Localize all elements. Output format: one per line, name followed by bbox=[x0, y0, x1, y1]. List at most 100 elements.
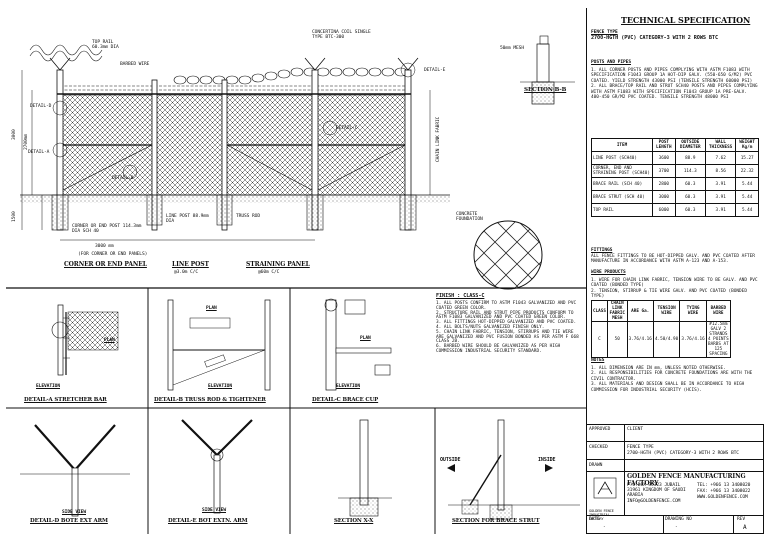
drawing-no-label: DRAWING NO bbox=[665, 517, 692, 522]
straining-spacing: @60m C/C bbox=[258, 270, 280, 275]
height-3000-label: 3000 bbox=[12, 129, 17, 140]
date-label: DATE bbox=[589, 517, 600, 522]
detail-e-side-view: SIDE VIEW bbox=[202, 508, 226, 513]
brace-strut-title: SECTION FOR BRACE STRUT bbox=[452, 518, 540, 524]
wire-notes: 1. WIRE FOR CHAIN LINK FABRIC, TENSION W… bbox=[591, 278, 759, 300]
wire-table-header: ARE Ga. bbox=[626, 300, 654, 322]
posts-note-1: 1. ALL CORNER POSTS AND PIPES COMPLYING … bbox=[591, 68, 753, 84]
detail-a-title: DETAIL-A STRETCHER BAR bbox=[24, 397, 107, 403]
finish-note-3: 3. ALL FITTINGS HOT-DIPPED GALVANIZED AN… bbox=[436, 320, 577, 326]
posts-note-2: 2. ALL BRACE/TOP RAIL AND STRUT SCH40 PO… bbox=[591, 84, 758, 101]
detail-c-plan: PLAN bbox=[360, 336, 371, 341]
finish-note-4: 4. ALL BOLTS/NUTS GALVANIZED FINISH ONLY… bbox=[436, 324, 545, 330]
fence-type-label: FENCE TYPE bbox=[591, 30, 618, 35]
finish-note-6: 6. BARBED WIRE SHOULD BE GALVANIZED AS P… bbox=[436, 344, 561, 354]
spec-table-cell: TOP RAIL bbox=[591, 203, 653, 217]
wire-note-1: 1. WIRE FOR CHAIN LINK FABRIC, TENSION W… bbox=[591, 278, 758, 289]
detail-c-elevation: ELEVATION bbox=[336, 384, 360, 389]
wire-table-header: CHAIN LINK FABRIC MESH bbox=[606, 300, 628, 322]
detail-e-drawing bbox=[181, 419, 253, 514]
spec-table-header: POST LENGTH bbox=[652, 138, 676, 152]
posts-notes: 1. ALL CORNER POSTS AND PIPES COMPLYING … bbox=[591, 68, 759, 100]
line-post-label: LINE POST 88.9mm DIA bbox=[166, 214, 209, 225]
company-address: P.O.BOX 35323 JUBAIL 31961 KINGDOM OF SA… bbox=[627, 483, 686, 504]
detail-d-title: DETAIL-D BOTE EXT ARM bbox=[30, 518, 108, 524]
spec-table-cell: 60.3 bbox=[674, 190, 706, 204]
finish-note-5: 5. CHAIN LINK FABRIC, TENSION, STIRRUPS … bbox=[436, 329, 579, 345]
detail-a-drawing bbox=[51, 304, 119, 376]
drawing-no-value: - bbox=[675, 525, 678, 530]
section-b-b-drawing bbox=[520, 35, 575, 105]
wire-table-cell: #12.5mm GALV 2 STRANDS 4 POINTS BARBS AT… bbox=[705, 321, 732, 358]
spec-table-cell: BRACE STRUT (SCH 40) bbox=[591, 190, 653, 204]
detail-b-title: DETAIL-B TRUSS ROD & TIGHTENER bbox=[154, 397, 266, 403]
detail-d-callout: DETAIL-D bbox=[30, 104, 52, 109]
spec-table-cell: BRACE RAIL (SCH 40) bbox=[591, 177, 653, 191]
section-b-b-title: SECTION B-B bbox=[524, 87, 567, 93]
wire-table-header: TENSION WIRE bbox=[652, 300, 681, 322]
detail-e-title: DETAIL-E BOT EXTN. ARM bbox=[168, 518, 248, 524]
top-rail-label: TOP RAIL 60.3mm DIA bbox=[92, 40, 119, 51]
general-notes: 1. ALL DIMENSION ARE IN mm, UNLESS NOTED… bbox=[591, 366, 759, 393]
spec-table-cell: 60.3 bbox=[674, 177, 706, 191]
spec-table-cell: 5.44 bbox=[735, 190, 759, 204]
spec-table-cell: 60.3 bbox=[674, 203, 706, 217]
spec-table-cell: LINE POST (SCH40) bbox=[591, 151, 653, 165]
fence-elevation bbox=[20, 44, 450, 241]
wire-heading: WIRE PRODUCTS bbox=[591, 270, 626, 275]
spec-table-cell: CORNER, END AND STRAINING POST (SCH40) bbox=[591, 164, 653, 178]
detail-d-side-view: SIDE VIEW bbox=[62, 510, 86, 515]
detail-b-plan: PLAN bbox=[206, 306, 217, 311]
wire-table-header: TYING WIRE bbox=[679, 300, 707, 322]
detail-e-callout: DETAIL-E bbox=[424, 68, 446, 73]
title-fence-type: 2700-HGTH (PVC) CATEGORY-3 WITH 2 ROWS B… bbox=[627, 451, 739, 456]
detail-d-drawing bbox=[20, 424, 130, 517]
height-1500-label: 1500 bbox=[12, 211, 17, 222]
line-post-spacing: @3.0m C/C bbox=[174, 270, 198, 275]
spec-table-cell: 7.62 bbox=[704, 151, 737, 165]
spec-table-cell: 5.44 bbox=[735, 203, 759, 217]
corner-post-label: CORNER OR END POST 114.3mm DIA SCH 40 bbox=[72, 224, 142, 235]
finish-note-1: 1. ALL POSTS CONFIRM TO ASTM F1043 GALVA… bbox=[436, 301, 577, 311]
outside-label: OUTSIDE bbox=[440, 457, 461, 463]
finish-notes: 1. ALL POSTS CONFIRM TO ASTM F1043 GALVA… bbox=[436, 301, 582, 355]
notes-heading: NOTES bbox=[591, 358, 605, 363]
detail-c-title: DETAIL-C BRACE CUP bbox=[312, 397, 379, 403]
spec-table-cell: 22.32 bbox=[735, 164, 759, 178]
wire-table-header: BARBED WIRE bbox=[705, 300, 732, 322]
brace-strut-drawing bbox=[447, 419, 580, 520]
corner-panel-dim: 3000 mm bbox=[95, 244, 114, 249]
spec-table-header: OUTSIDE DIAMETER bbox=[674, 138, 706, 152]
company-fax: FAX: +966 13 3408022 bbox=[697, 489, 751, 494]
detail-a-plan: PLAN bbox=[104, 338, 115, 343]
company-logo bbox=[593, 477, 617, 499]
wire-note-2: 2. TENSION, STIRRUP & TIE WIRE GALV. AND… bbox=[591, 288, 747, 300]
rev-label: REV bbox=[737, 517, 745, 522]
corner-panel-title: CORNER OR END PANEL bbox=[64, 261, 147, 268]
wire-table-cell: C bbox=[591, 321, 608, 358]
inside-label: INSIDE bbox=[538, 457, 556, 463]
spec-table-cell: 15.27 bbox=[735, 151, 759, 165]
spec-table-cell: 6000 bbox=[652, 203, 676, 217]
section-x-x-drawing bbox=[338, 419, 392, 517]
drawn-label: DRAWN bbox=[589, 463, 603, 468]
wire-table-cell: 3.76/4.16 bbox=[626, 321, 654, 358]
fittings-text: ALL FENCE FITTINGS TO BE HOT-DIPPED GALV… bbox=[591, 254, 755, 265]
date-value: - bbox=[603, 525, 606, 530]
client-label: CLIENT bbox=[627, 427, 643, 432]
finish-note-2: 2. STRUCTURE RAIL AND STRUT PIPE PRODUCT… bbox=[436, 310, 574, 321]
wire-table-cell: 3.76/4.16 bbox=[679, 321, 707, 358]
approved-label: APPROVED bbox=[589, 427, 611, 432]
general-note-3: 3. ALL MATERIALS AND DESIGN SHALL BE IN … bbox=[591, 382, 745, 393]
checked-label: CHECKED bbox=[589, 445, 608, 450]
fittings-heading: FITTINGS bbox=[591, 248, 613, 253]
spec-table-cell: 3600 bbox=[652, 151, 676, 165]
spec-table-header: ITEM bbox=[591, 138, 653, 152]
spec-table-cell: 88.9 bbox=[674, 151, 706, 165]
title-block: APPROVED CLIENT CHECKED FENCE TYPE 2700-… bbox=[586, 424, 764, 534]
corner-panel-note: (FOR CORNER OR END PANELS) bbox=[78, 252, 148, 257]
